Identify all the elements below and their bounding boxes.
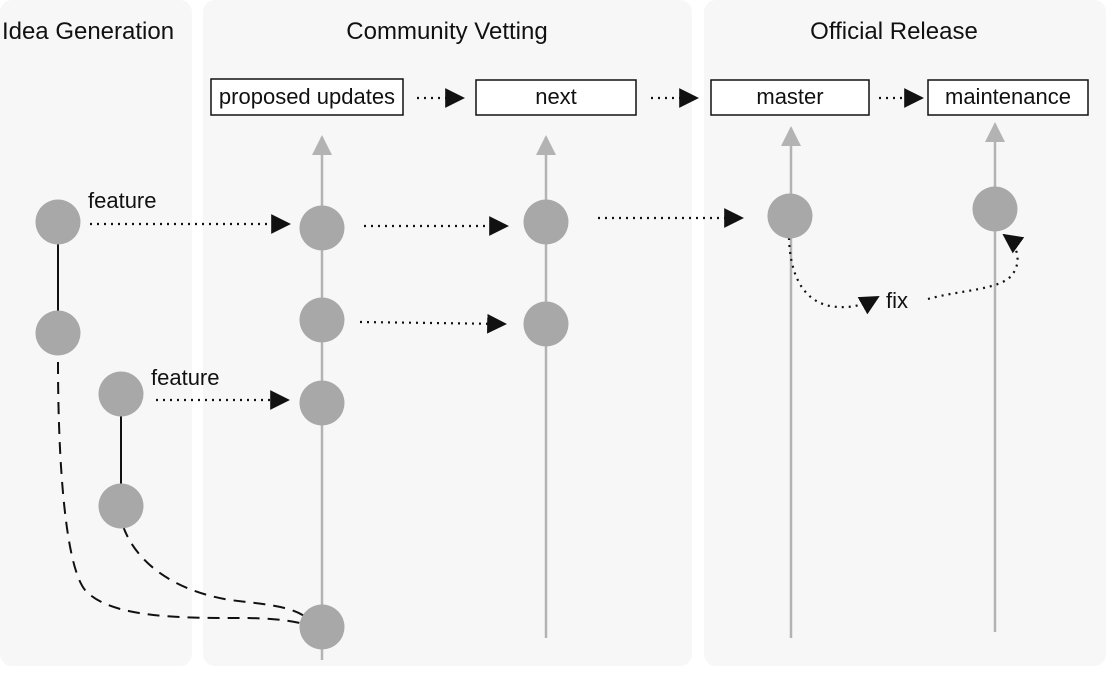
official-release-panel <box>704 0 1106 666</box>
branch-box-maintenance: maintenance <box>927 79 1089 116</box>
phase-label-release: Official Release <box>810 18 978 45</box>
branch-box-proposed-updates: proposed updates <box>210 78 404 116</box>
branch-label-maintenance: maintenance <box>945 84 1071 109</box>
feature-label-2: feature <box>151 365 220 390</box>
commit-node <box>299 380 345 426</box>
commit-node <box>523 301 569 347</box>
commit-node <box>35 199 81 245</box>
fix-label: fix <box>886 288 908 313</box>
branch-label-master: master <box>756 84 823 109</box>
branch-label-next: next <box>535 84 577 109</box>
idea-generation-panel <box>0 0 192 666</box>
phase-label-vetting: Community Vetting <box>346 18 547 45</box>
community-vetting-panel <box>203 0 692 666</box>
branch-box-master: master <box>710 79 870 116</box>
commit-node <box>299 205 345 251</box>
commit-node <box>35 310 81 356</box>
commit-node <box>523 199 569 245</box>
branch-box-next: next <box>475 79 637 116</box>
promote-arrow-pu-to-next-2 <box>359 313 507 334</box>
commit-node <box>972 186 1018 232</box>
commit-node <box>767 193 813 239</box>
commit-node <box>299 604 345 650</box>
commit-node <box>299 297 345 343</box>
dashed-merge-curve-2 <box>122 525 319 629</box>
commit-node <box>98 371 144 417</box>
feature-label-1: feature <box>88 188 157 213</box>
commit-node <box>98 483 144 529</box>
phase-label-idea: Idea Generation <box>2 18 174 45</box>
dashed-merge-curve-1 <box>57 361 319 629</box>
fix-arrow-curve <box>787 237 880 315</box>
branch-label-proposed-updates: proposed updates <box>219 84 395 109</box>
